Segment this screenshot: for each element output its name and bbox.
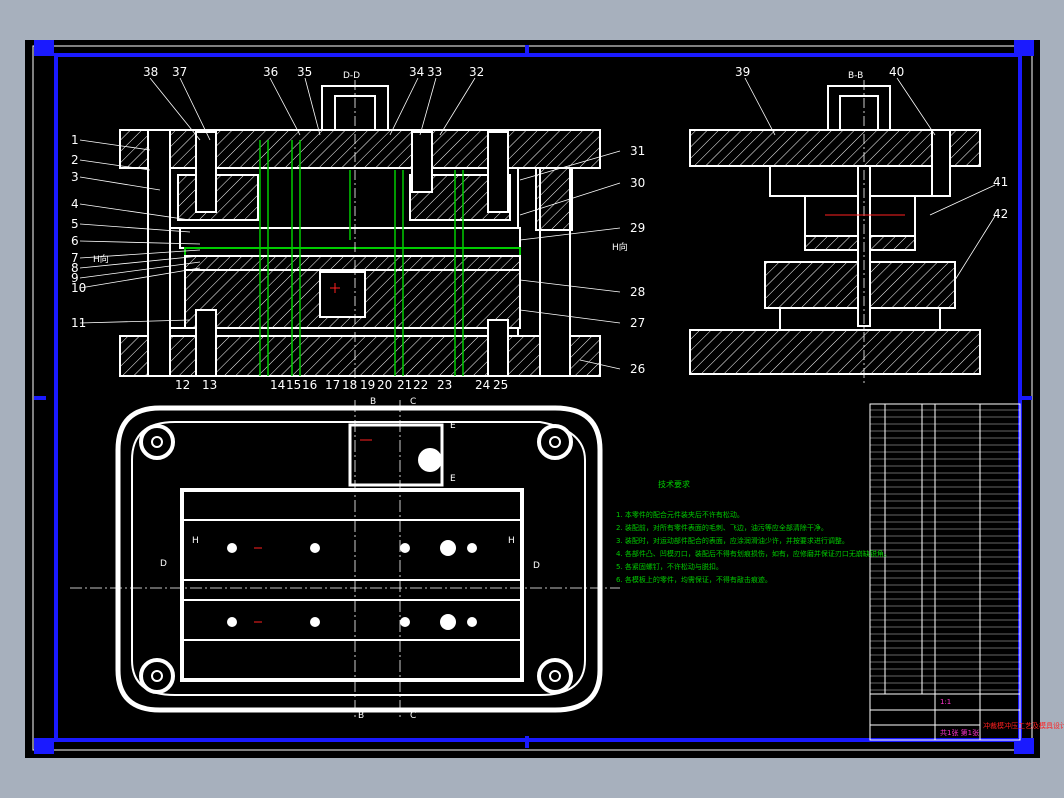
plan-view xyxy=(70,400,620,720)
callout-leaders-side xyxy=(744,77,996,281)
front-section-view xyxy=(119,80,601,385)
corner-markers xyxy=(34,40,1034,754)
plan-red-marks xyxy=(254,439,372,623)
parts-list-table xyxy=(869,403,1021,695)
side-section-view xyxy=(689,80,981,385)
title-block xyxy=(869,693,1021,741)
callout-leaders-front xyxy=(79,77,621,370)
